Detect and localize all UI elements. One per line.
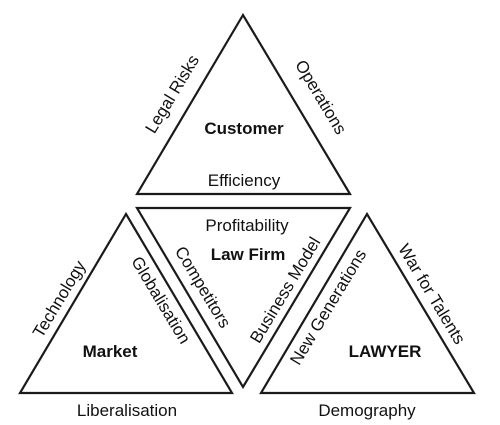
customer-title: Customer — [204, 119, 284, 138]
lawyer-title: LAWYER — [349, 342, 422, 361]
customer-triangle-shape — [135, 12, 352, 196]
market-title: Market — [83, 342, 138, 361]
law-firm-triangle-shape — [135, 206, 352, 390]
law-firm-title: Law Firm — [211, 245, 286, 264]
market-triangle: Market Technology Globalisation Liberali… — [18, 211, 234, 420]
law-firm-top-edge-label: Profitability — [205, 216, 289, 235]
customer-triangle: Customer Legal Risks Operations Efficien… — [135, 12, 352, 196]
market-bottom-edge-label: Liberalisation — [77, 401, 177, 420]
lawyer-triangle-shape — [259, 211, 476, 395]
customer-bottom-edge-label: Efficiency — [208, 171, 281, 190]
market-triangle-shape — [18, 211, 234, 395]
lawyer-bottom-edge-label: Demography — [318, 401, 416, 420]
